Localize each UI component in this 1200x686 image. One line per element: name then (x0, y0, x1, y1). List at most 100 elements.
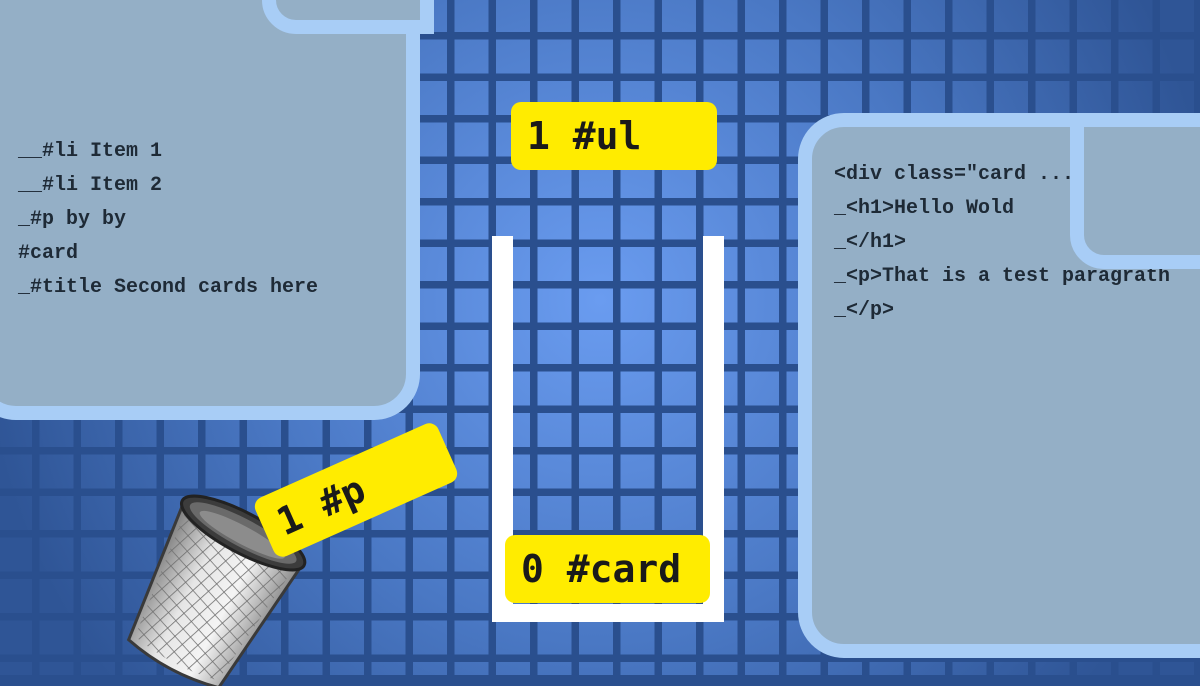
grid-tile (662, 413, 696, 447)
grid-tile (454, 496, 489, 530)
grid-tile (620, 39, 655, 74)
grid-tile (537, 662, 572, 675)
grid-tile (537, 247, 572, 281)
grid-tile (579, 330, 613, 364)
grid-tile (828, 0, 862, 32)
code-line: _</p> (834, 299, 895, 322)
grid-tile (745, 537, 779, 572)
code-line: #card (18, 242, 79, 265)
grid-tile (579, 371, 613, 406)
grid-tile (745, 247, 779, 281)
left-document-code: __#li Item 1__#li Item 2_#p by by#card_#… (18, 135, 318, 305)
stack-bottom-wall (492, 604, 724, 622)
grid-tile (703, 662, 738, 675)
grid-tile (786, 39, 821, 74)
grid-tile (745, 122, 779, 157)
grid-tile (952, 39, 987, 74)
grid-tile (537, 371, 572, 406)
grid-tile (1118, 39, 1153, 74)
grid-tile (662, 330, 696, 364)
grid-tile (0, 579, 32, 613)
stack-bottom-item[interactable]: 0 #card (505, 535, 710, 603)
grid-tile (0, 454, 32, 489)
grid-tile (662, 288, 696, 323)
grid-tile (745, 164, 779, 198)
grid-tile (454, 413, 489, 447)
grid-tile (371, 537, 406, 572)
grid-tile (164, 454, 198, 489)
grid-tile (496, 39, 530, 74)
grid-tile (454, 620, 489, 655)
grid-tile (911, 81, 945, 115)
grid-tile (620, 454, 655, 489)
grid-tile (703, 0, 738, 32)
grid-tile (39, 537, 74, 572)
grid-tile (0, 620, 32, 655)
grid-tile (537, 330, 572, 364)
grid-tile (454, 122, 489, 157)
grid-tile (994, 81, 1028, 115)
grid-tile (786, 662, 821, 675)
grid-tile (703, 39, 738, 74)
grid-tile (454, 164, 489, 198)
grid-tile (579, 496, 613, 530)
grid-tile (454, 39, 489, 74)
grid-tile (537, 496, 572, 530)
grid-tile (994, 662, 1028, 675)
grid-tile (39, 579, 74, 613)
grid-tile (745, 330, 779, 364)
grid-tile (786, 81, 821, 115)
grid-tile (454, 371, 489, 406)
grid-tile (247, 454, 281, 489)
grid-tile (39, 662, 74, 675)
stack-container (492, 236, 724, 622)
grid-tile (371, 662, 406, 675)
grid-tile (1118, 81, 1153, 115)
grid-tile (288, 620, 323, 655)
grid-tile (81, 496, 115, 530)
grid-tile (454, 247, 489, 281)
grid-tile (1077, 39, 1111, 74)
grid-tile (454, 205, 489, 240)
grid-tile (454, 330, 489, 364)
grid-tile (371, 620, 406, 655)
stack-right-wall (703, 236, 724, 622)
grid-tile (454, 81, 489, 115)
stack-top-item[interactable]: 1 #ul (511, 102, 717, 170)
grid-tile (579, 288, 613, 323)
grid-tile (496, 0, 530, 32)
grid-tile (579, 662, 613, 675)
grid-tile (994, 0, 1028, 32)
code-line: _#p by by (18, 208, 127, 231)
grid-tile (1160, 81, 1194, 115)
grid-tile (911, 39, 945, 74)
grid-tile (537, 39, 572, 74)
grid-tile (1118, 662, 1153, 675)
grid-tile (662, 205, 696, 240)
grid-tile (745, 662, 779, 675)
grid-tile (330, 537, 364, 572)
grid-tile (81, 454, 115, 489)
grid-tile (1160, 0, 1194, 32)
code-line: _<h1>Hello Wold (834, 197, 1015, 220)
left-document-folded-corner (262, 0, 434, 34)
grid-tile (994, 39, 1028, 74)
grid-tile (579, 413, 613, 447)
grid-tile (454, 0, 489, 32)
grid-tile (496, 662, 530, 675)
grid-tile (745, 288, 779, 323)
grid-tile (122, 537, 157, 572)
grid-tile (0, 662, 32, 675)
grid-tile (81, 579, 115, 613)
code-line: __#li Item 1 (18, 140, 163, 163)
grid-tile (413, 496, 447, 530)
grid-tile (828, 81, 862, 115)
grid-tile (1077, 662, 1111, 675)
grid-tile (579, 620, 613, 655)
code-line: _</h1> (834, 231, 907, 254)
grid-tile (454, 662, 489, 675)
grid-tile (39, 620, 74, 655)
grid-tile (620, 205, 655, 240)
grid-tile (579, 205, 613, 240)
grid-tile (579, 0, 613, 32)
